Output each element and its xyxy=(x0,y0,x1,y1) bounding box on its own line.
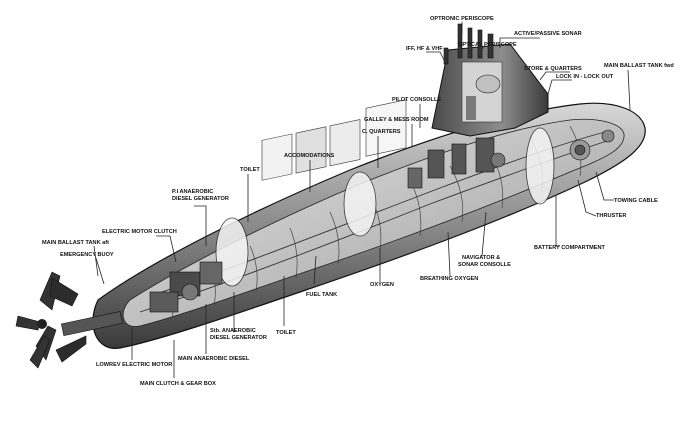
mast-group xyxy=(443,23,494,65)
callout-labels: OPTRONIC PERISCOPE ACTIVE/PASSIVE SONAR … xyxy=(42,16,674,387)
label-towing-cable: TOWING CABLE xyxy=(614,198,658,204)
label-optronic-periscope: OPTRONIC PERISCOPE xyxy=(430,16,494,22)
label-lowrev-motor: LOWREV ELECTRIC MOTOR xyxy=(96,362,172,368)
label-pilot-console: PILOT CONSOLLE xyxy=(392,97,441,103)
label-navigator-2: SONAR CONSOLLE xyxy=(458,262,511,268)
label-galley-mess: GALLEY & MESS ROOM xyxy=(364,117,429,123)
label-fuel-tank: FUEL TANK xyxy=(306,292,337,298)
bow-equipment xyxy=(569,129,615,161)
label-main-ballast-fwd: MAIN BALLAST TANK fwd xyxy=(604,63,674,69)
label-toilet-top: TOILET xyxy=(240,167,260,173)
label-stb-anaerobic-1: Stb. ANAEROBIC xyxy=(210,328,256,334)
engine-room-machinery xyxy=(149,261,223,313)
label-pi-anaerobic-1: P.I ANAEROBIC xyxy=(172,189,213,195)
label-main-clutch: MAIN CLUTCH & GEAR BOX xyxy=(140,381,216,387)
label-main-ballast-aft: MAIN BALLAST TANK aft xyxy=(42,240,109,246)
label-stb-anaerobic-2: DIESEL GENERATOR xyxy=(210,335,267,341)
label-pi-anaerobic-2: DIESEL GENERATOR xyxy=(172,196,229,202)
stern-fins xyxy=(49,277,87,363)
label-store-quarters: STORE & QUARTERS xyxy=(524,66,582,72)
control-room-equipment xyxy=(407,137,506,189)
label-main-anaerobic-diesel: MAIN ANAEROBIC DIESEL xyxy=(178,356,250,362)
label-breathing-oxygen: BREATHING OXYGEN xyxy=(420,276,478,282)
label-optical-periscope: OPTICAL PERISCOPE xyxy=(458,42,517,48)
bulkheads xyxy=(215,127,555,287)
accommodation-cabins xyxy=(261,99,407,181)
label-c-quarters: C. QUARTERS xyxy=(362,129,401,135)
label-emergency-buoy: EMERGENCY BUOY xyxy=(60,252,114,258)
label-battery-compartment: BATTERY COMPARTMENT xyxy=(534,245,606,251)
label-iff-hf-vhf: IFF, HF & VHF xyxy=(406,46,443,52)
label-navigator-1: NAVIGATOR & xyxy=(462,255,500,261)
label-electric-motor-clutch: ELECTRIC MOTOR CLUTCH xyxy=(102,229,177,235)
label-oxygen: OXYGEN xyxy=(370,282,394,288)
label-thruster: THRUSTER xyxy=(596,213,626,219)
label-accomodations: ACCOMODATIONS xyxy=(284,153,335,159)
label-lock-in-lock-out: LOCK IN - LOCK OUT xyxy=(556,74,614,80)
label-toilet-bottom: TOILET xyxy=(276,330,296,336)
sail-interior xyxy=(461,61,503,123)
leader-lines xyxy=(93,22,631,378)
label-active-passive-sonar: ACTIVE/PASSIVE SONAR xyxy=(514,31,582,37)
